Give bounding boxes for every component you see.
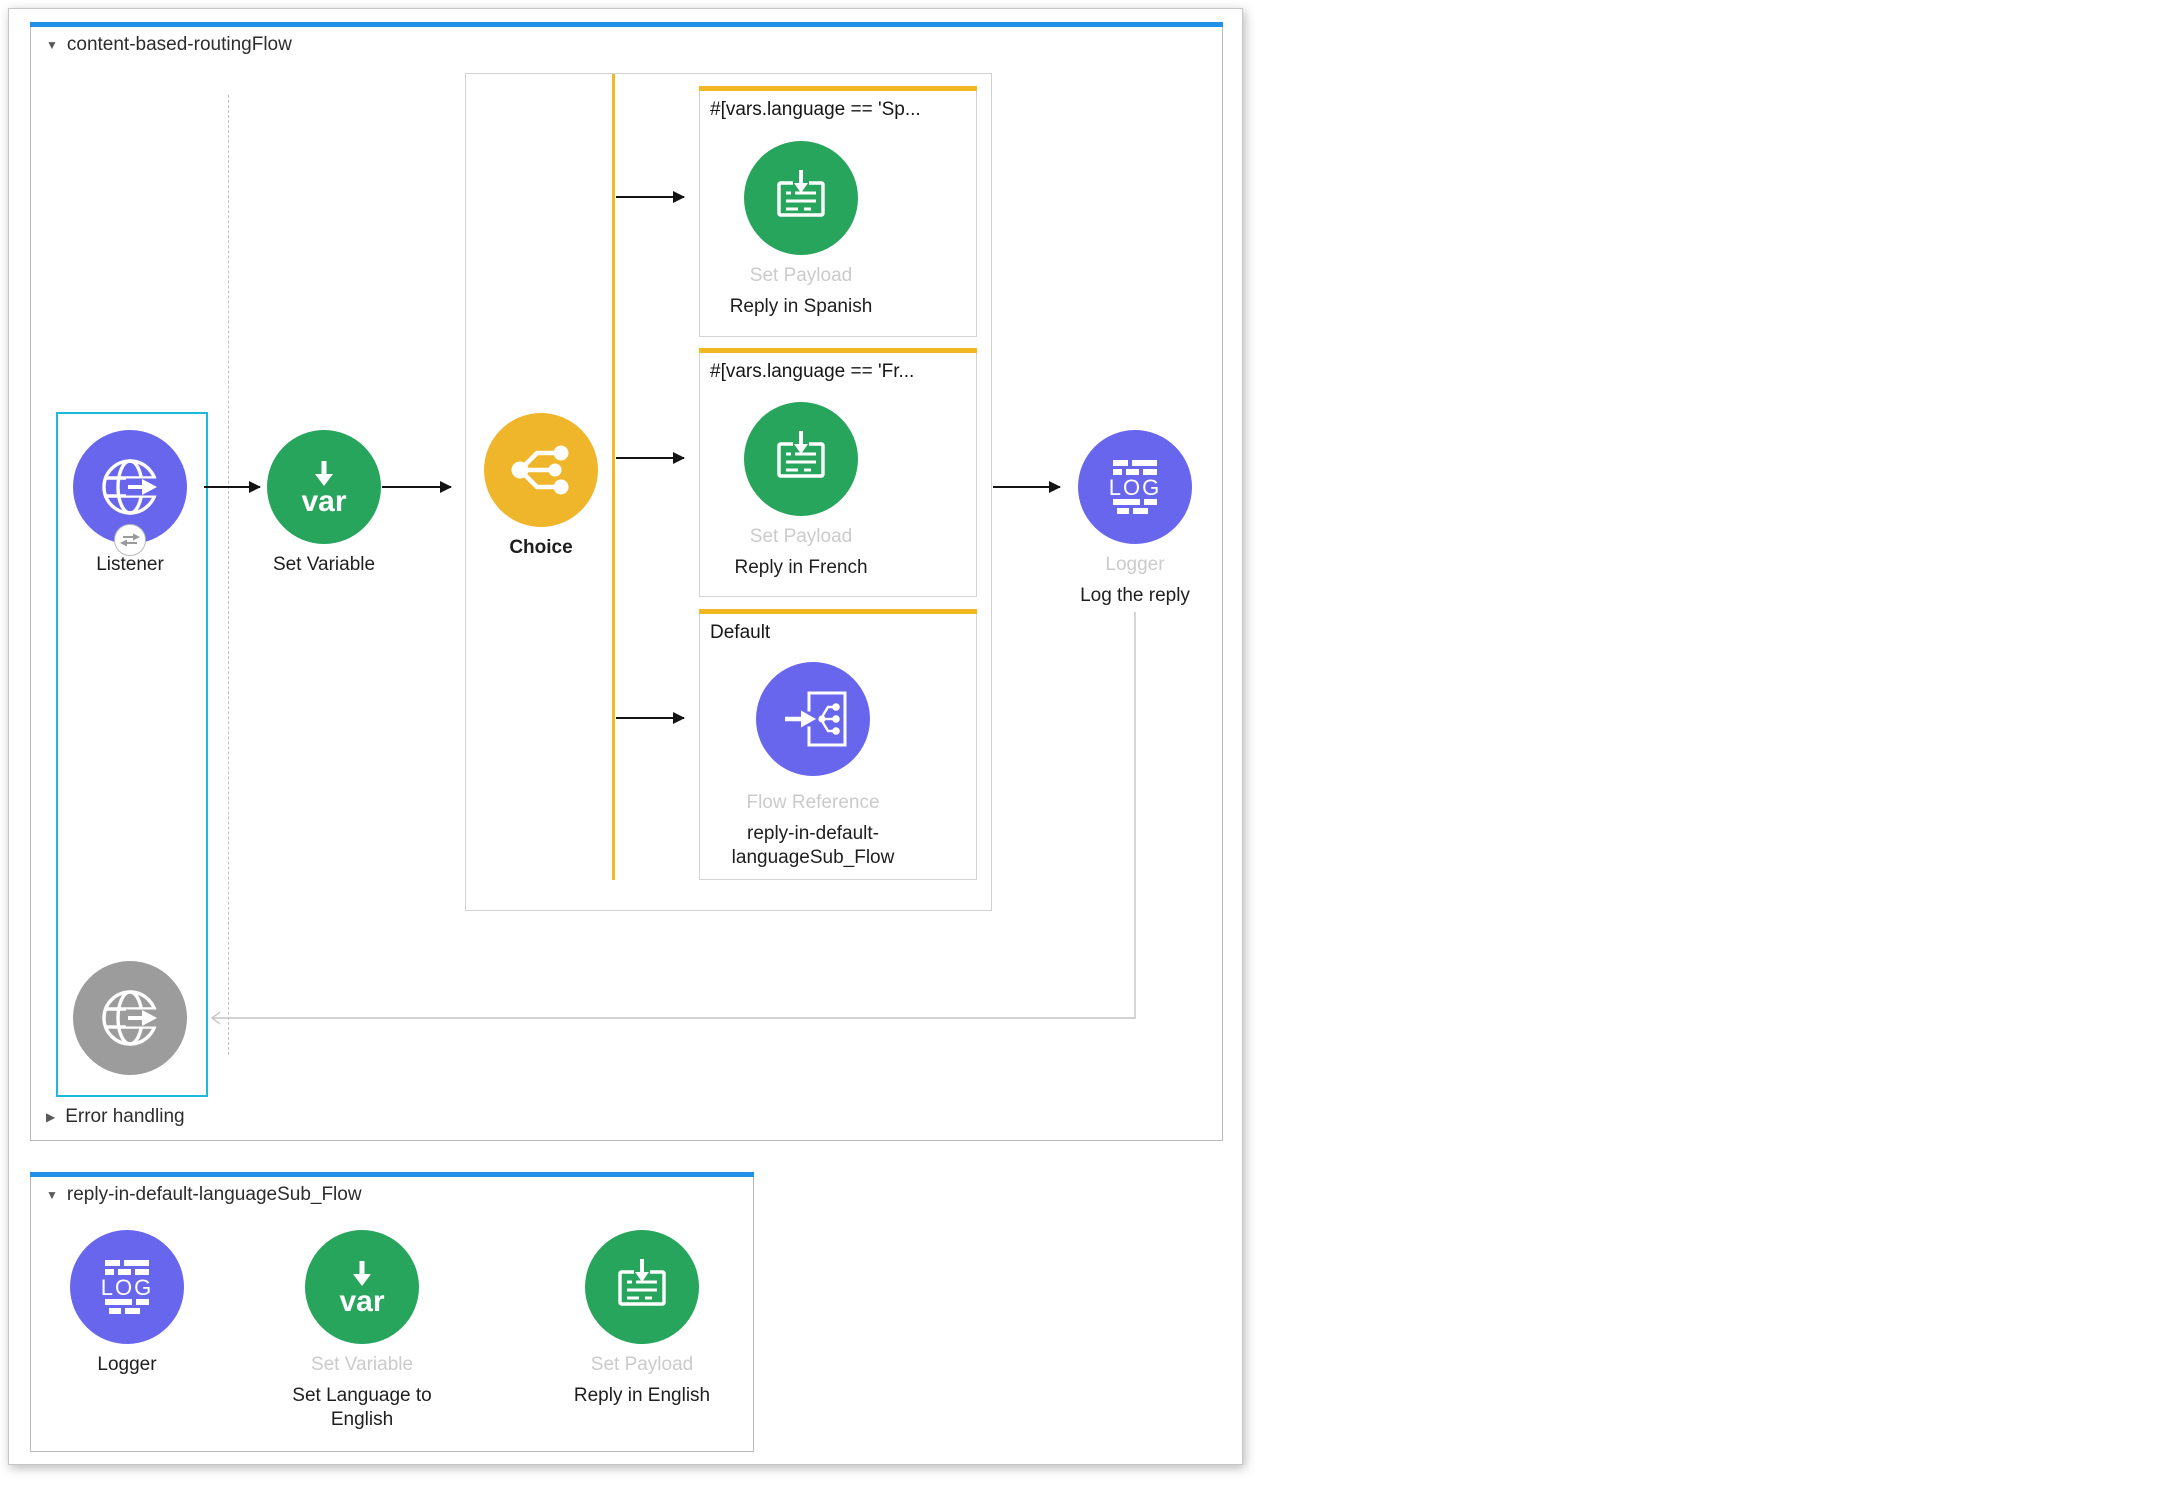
component-name-label: Choice	[509, 537, 573, 558]
logger-icon[interactable]: LOG	[1078, 430, 1192, 544]
component-name-label: Listener	[96, 554, 164, 575]
log-lines-icon: LOG	[1109, 460, 1161, 514]
set-payload-icon[interactable]	[744, 402, 858, 516]
component-name-label: Reply in English	[573, 1385, 711, 1406]
choice-branch-rail	[612, 74, 615, 880]
flow-title: reply-in-default-languageSub_Flow	[66, 1184, 362, 1205]
component-type-label: Set Payload	[749, 526, 853, 547]
document-down-arrow-icon	[777, 431, 825, 478]
collapse-triangle-icon[interactable]: ▶	[46, 1110, 56, 1124]
listener-node: Listener	[73, 430, 187, 575]
component-name-label: Reply in French	[734, 557, 868, 578]
down-arrow-var-icon: var	[301, 461, 347, 518]
error-handling-label: Error handling	[65, 1106, 185, 1127]
branch-accent-bar	[699, 86, 977, 91]
flow-reference-icon[interactable]	[756, 662, 870, 776]
set-payload-spanish-node: Set Payload Reply in Spanish	[730, 141, 872, 317]
component-type-label: Flow Reference	[746, 792, 880, 813]
branch-accent-bar	[699, 348, 977, 353]
set-payload-icon[interactable]	[744, 141, 858, 255]
set-payload-icon[interactable]	[585, 1230, 699, 1344]
document-down-arrow-icon	[777, 170, 825, 217]
flow-accent-bar	[30, 22, 1223, 27]
collapse-triangle-icon[interactable]: ▼	[46, 1188, 58, 1202]
choice-router-icon[interactable]	[484, 413, 598, 527]
flow-accent-bar	[30, 1172, 754, 1177]
http-response-icon[interactable]	[73, 961, 187, 1075]
set-variable-icon[interactable]: var	[267, 430, 381, 544]
document-down-arrow-icon	[618, 1259, 666, 1306]
source-separator-dashed-line	[228, 95, 229, 1055]
svg-text:LOG: LOG	[101, 1275, 153, 1300]
component-type-label: Set Payload	[749, 265, 853, 286]
subflow-set-variable-node: var Set Variable Set Language to English	[292, 1230, 432, 1430]
choice-branch-spanish[interactable]: #[vars.language == 'Sp... Set Payload Re…	[699, 86, 977, 337]
choice-branch-default[interactable]: Default	[699, 609, 977, 880]
flow-title: content-based-routingFlow	[66, 34, 292, 55]
svg-text:LOG: LOG	[1109, 475, 1161, 500]
component-name-label: Reply in Spanish	[729, 296, 873, 317]
listener-response-node	[73, 961, 187, 1075]
subflow-logger-node: LOG Logger	[70, 1230, 184, 1375]
down-arrow-var-icon: var	[339, 1261, 385, 1318]
set-payload-french-node: Set Payload Reply in French	[734, 402, 868, 578]
flow-reference-node: Flow Reference reply-in-default-language…	[732, 662, 894, 868]
component-type-label: Set Payload	[590, 1354, 694, 1375]
component-name-label: Logger	[97, 1354, 157, 1375]
collapse-triangle-icon[interactable]: ▼	[46, 38, 58, 52]
component-name-label: Set Variable	[272, 554, 376, 575]
error-handling-section[interactable]: ▶ Error handling	[46, 1106, 185, 1128]
component-name-label: reply-in-default-languageSub_Flow	[731, 823, 895, 868]
svg-text:var: var	[301, 485, 346, 518]
choice-branch-french[interactable]: #[vars.language == 'Fr... Set Payload Re…	[699, 348, 977, 597]
branch-split-icon	[511, 445, 569, 495]
subflow-set-payload-node: Set Payload Reply in English	[574, 1230, 710, 1406]
branch-accent-bar	[699, 609, 977, 614]
globe-arrow-icon	[102, 990, 160, 1046]
branch-condition: #[vars.language == 'Fr...	[710, 361, 915, 382]
logger-icon[interactable]: LOG	[70, 1230, 184, 1344]
svg-text:var: var	[339, 1285, 384, 1318]
set-variable-node: var Set Variable	[267, 430, 381, 575]
choice-router-node: Choice	[484, 413, 598, 558]
log-lines-icon: LOG	[101, 1260, 153, 1314]
set-variable-icon[interactable]: var	[305, 1230, 419, 1344]
logger-node: LOG Logger Log the reply	[1078, 430, 1192, 606]
component-type-label: Logger	[1105, 554, 1165, 575]
globe-arrow-icon	[102, 459, 160, 515]
arrow-into-box-icon	[785, 691, 847, 747]
exchange-badge-icon	[114, 524, 146, 556]
component-name-label: Set Language to English	[292, 1385, 432, 1430]
two-arrows-icon	[120, 533, 140, 547]
branch-condition: #[vars.language == 'Sp...	[710, 99, 921, 120]
http-listener-icon[interactable]	[73, 430, 187, 556]
selection-highlight-box	[56, 412, 208, 1097]
component-name-label: Log the reply	[1080, 585, 1190, 606]
component-type-label: Set Variable	[310, 1354, 414, 1375]
branch-condition: Default	[710, 622, 771, 643]
